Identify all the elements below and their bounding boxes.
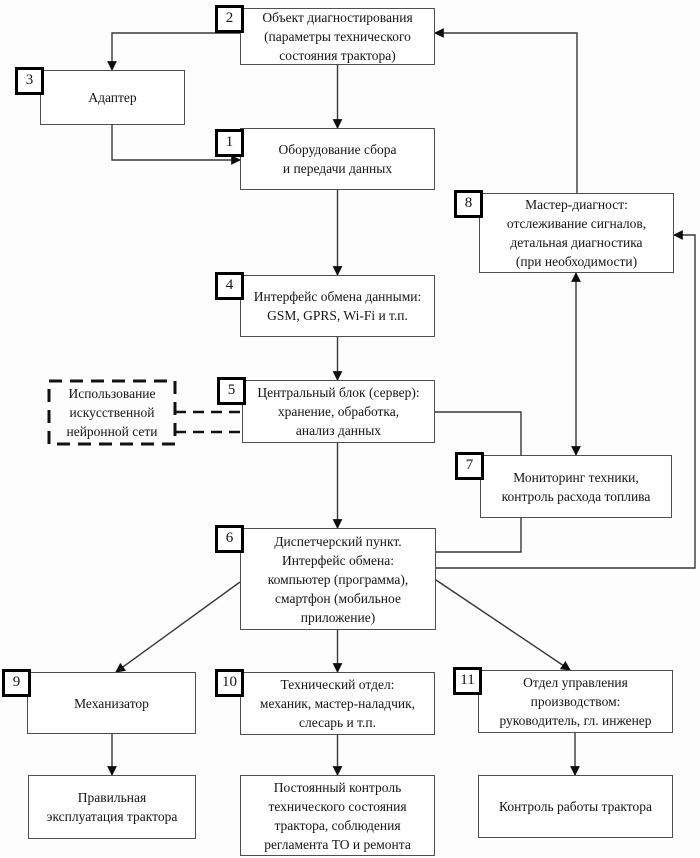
node-correct-operation: Правильная эксплуатация трактора [28, 775, 196, 839]
node-object-number-badge: 2 [215, 5, 244, 33]
node-central-server-label: Центральный блок (сервер): хранение, обр… [257, 385, 420, 438]
node-equipment-label: Оборудование сбора и передачи данных [278, 142, 397, 176]
node-production-dept: 11 Отдел управления производством: руков… [453, 667, 673, 733]
node-tractor-work-control: Контроль работы трактора [478, 775, 673, 838]
node-central-server: 5 Центральный блок (сервер): хранение, о… [217, 377, 435, 443]
node-technical-dept-number-badge: 10 [215, 669, 244, 697]
node-technical-dept: 10 Технический отдел: механик, мастер-на… [215, 669, 435, 735]
node-central-server-number-badge: 5 [217, 377, 246, 405]
node-dispatch-center-number-badge: 6 [215, 525, 244, 553]
node-neural-network-label: Использование искусственной нейронной се… [66, 386, 158, 439]
node-dispatch-center: 6 Диспетчерский пункт. Интерфейс обмена:… [215, 525, 436, 630]
node-equipment: 1 Оборудование сбора и передачи данных [215, 128, 435, 190]
node-master-diagnost: 8 Мастер-диагност: отслеживание сигналов… [454, 190, 674, 273]
edge-dispatch-to-master-feedback [436, 230, 696, 569]
node-dispatch-center-label: Диспетчерский пункт. Интерфейс обмена: к… [267, 533, 409, 625]
node-master-diagnost-number-badge: 8 [454, 190, 483, 218]
node-machine-operator: 9 Механизатор [2, 669, 196, 734]
node-object-label: Объект диагностирования (параметры техни… [262, 10, 413, 63]
edge-server-to-monitoring [435, 411, 522, 455]
node-machine-operator-number-badge: 9 [2, 669, 31, 697]
edge-dispatch-to-operator [115, 581, 241, 673]
node-monitoring-label: Мониторинг техники, контроль расхода топ… [501, 469, 651, 504]
node-data-interface-number-badge: 4 [215, 272, 244, 300]
node-machine-operator-label: Механизатор [74, 695, 149, 711]
node-neural-network: Использование искусственной нейронной се… [48, 380, 176, 445]
node-correct-operation-label: Правильная эксплуатация трактора [46, 790, 178, 824]
node-technical-dept-label: Технический отдел: механик, мастер-налад… [259, 677, 416, 730]
node-data-interface: 4 Интерфейс обмена данными: GSM, GPRS, W… [215, 272, 435, 337]
edge-adapter-to-equipment [111, 125, 241, 165]
node-adapter-label: Адаптер [88, 90, 137, 105]
node-constant-control-label: Постоянный контроль технического состоян… [264, 779, 411, 852]
node-adapter: 3 Адаптер [15, 67, 185, 125]
edge-object-to-adapter [107, 32, 240, 71]
node-data-interface-label: Интерфейс обмена данными: GSM, GPRS, Wi-… [253, 289, 422, 323]
node-monitoring: 7 Мониторинг техники, контроль расхода т… [455, 452, 672, 518]
node-adapter-number-badge: 3 [15, 67, 44, 95]
node-master-diagnost-label: Мастер-диагност: отслеживание сигналов, … [506, 197, 647, 269]
edge-monitoring-to-dispatch [436, 518, 522, 553]
node-production-dept-label: Отдел управления производством: руководи… [499, 675, 652, 728]
node-monitoring-number-badge: 7 [455, 452, 484, 480]
node-tractor-work-control-label: Контроль работы трактора [499, 799, 652, 814]
node-production-dept-number-badge: 11 [453, 667, 482, 695]
node-constant-control: Постоянный контроль технического состоян… [240, 775, 435, 856]
edge-dispatch-to-production-dept [435, 579, 571, 671]
edge-master-to-object-feedback [434, 28, 578, 193]
node-object-of-diagnosis: 2 Объект диагностирования (параметры тех… [215, 5, 435, 65]
node-equipment-number-badge: 1 [215, 129, 244, 157]
